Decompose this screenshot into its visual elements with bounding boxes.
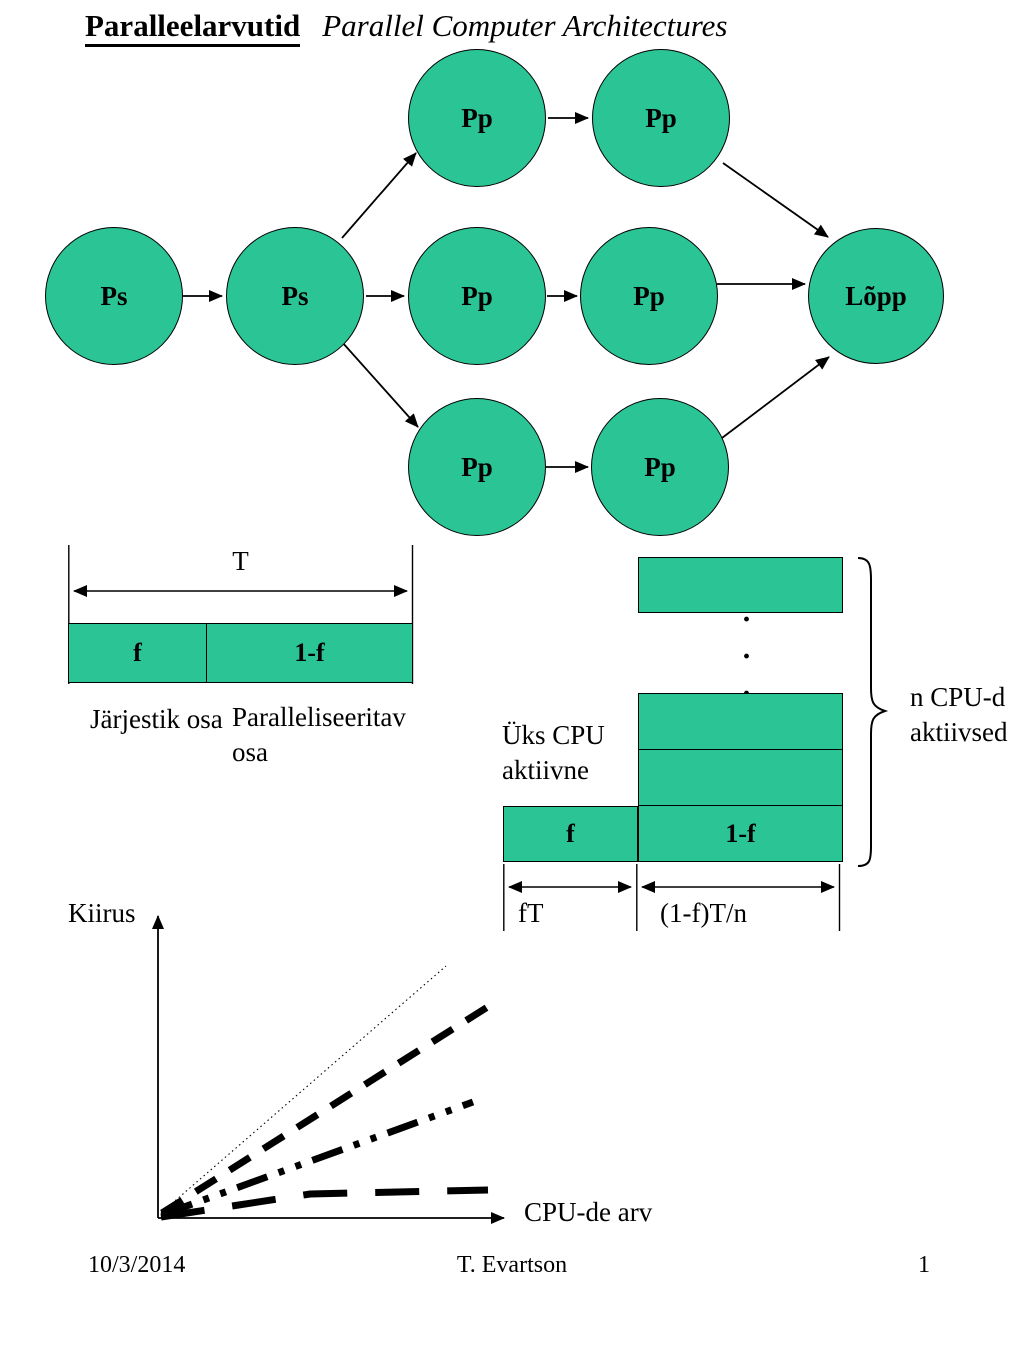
node-label: Pp bbox=[645, 102, 677, 133]
parallel-part-caption: Paralleliseeritav osa bbox=[232, 702, 406, 768]
node-label: Pp bbox=[461, 102, 493, 133]
footer-author: T. Evartson bbox=[456, 1252, 568, 1278]
node-label: Ps bbox=[281, 280, 309, 311]
serial-part-caption: Järjestik osa bbox=[90, 704, 223, 734]
line-long-dash-saturating bbox=[160, 1186, 489, 1221]
node-label: Ps bbox=[100, 280, 128, 311]
node-label: Pp bbox=[633, 280, 665, 311]
serial-fraction-cell: f bbox=[69, 624, 207, 682]
node-ps-1: Ps bbox=[45, 227, 183, 365]
cpu-slot-stack: 1-f bbox=[638, 693, 843, 862]
parallel-time-label: (1-f)T/n bbox=[660, 898, 747, 928]
n-cpu-brace bbox=[857, 557, 889, 867]
total-time-label: T bbox=[232, 546, 249, 576]
node-label: Pp bbox=[644, 451, 676, 482]
footer-date: 10/3/2014 bbox=[88, 1252, 186, 1278]
title-estonian: Paralleelarvutid bbox=[85, 8, 301, 47]
node-label: Pp bbox=[461, 451, 493, 482]
line-ideal-dotted bbox=[160, 965, 447, 1214]
serial-fraction-cell: f bbox=[503, 806, 638, 862]
n-cpu-caption: n CPU-d aktiivsed bbox=[910, 682, 1008, 748]
node-pp-top-1: Pp bbox=[408, 49, 546, 187]
node-lopp: Lõpp bbox=[808, 228, 944, 364]
node-pp-bottom-1: Pp bbox=[408, 398, 546, 536]
cpu-slot-row bbox=[639, 694, 842, 749]
title-english: Parallel Computer Architectures bbox=[322, 8, 728, 43]
node-pp-top-2: Pp bbox=[592, 49, 730, 187]
edge-ps2-pptop1 bbox=[341, 152, 417, 239]
one-cpu-caption: Üks CPU aktiivne bbox=[502, 720, 605, 786]
line-dashed-upper bbox=[160, 998, 499, 1216]
footer-page-number: 1 bbox=[918, 1252, 930, 1278]
node-pp-bottom-2: Pp bbox=[591, 398, 729, 536]
line-dash-dot-dot bbox=[160, 1098, 475, 1219]
node-label: Pp bbox=[461, 280, 493, 311]
serial-time-label: fT bbox=[518, 898, 544, 928]
sequential-time-bar: f 1-f bbox=[68, 623, 413, 683]
parallel-fraction-cell: 1-f bbox=[294, 638, 325, 667]
node-label: Lõpp bbox=[845, 280, 907, 311]
node-pp-mid-1: Pp bbox=[408, 227, 546, 365]
node-ps-2: Ps bbox=[226, 227, 364, 365]
cpu-slot-row bbox=[639, 749, 842, 805]
edge-ps2-ppbottom1 bbox=[341, 341, 419, 428]
edge-pptop2-lopp bbox=[722, 162, 829, 238]
y-axis-label: Kiirus bbox=[68, 898, 136, 928]
page-title: Paralleelarvutid Parallel Computer Archit… bbox=[85, 8, 728, 47]
x-axis-label: CPU-de arv bbox=[524, 1197, 653, 1227]
parallel-fraction-cell: 1-f bbox=[639, 805, 842, 861]
node-pp-mid-2: Pp bbox=[580, 227, 718, 365]
edge-ppbottom2-lopp bbox=[717, 356, 830, 442]
cpu-slot-top-rect bbox=[638, 557, 843, 613]
